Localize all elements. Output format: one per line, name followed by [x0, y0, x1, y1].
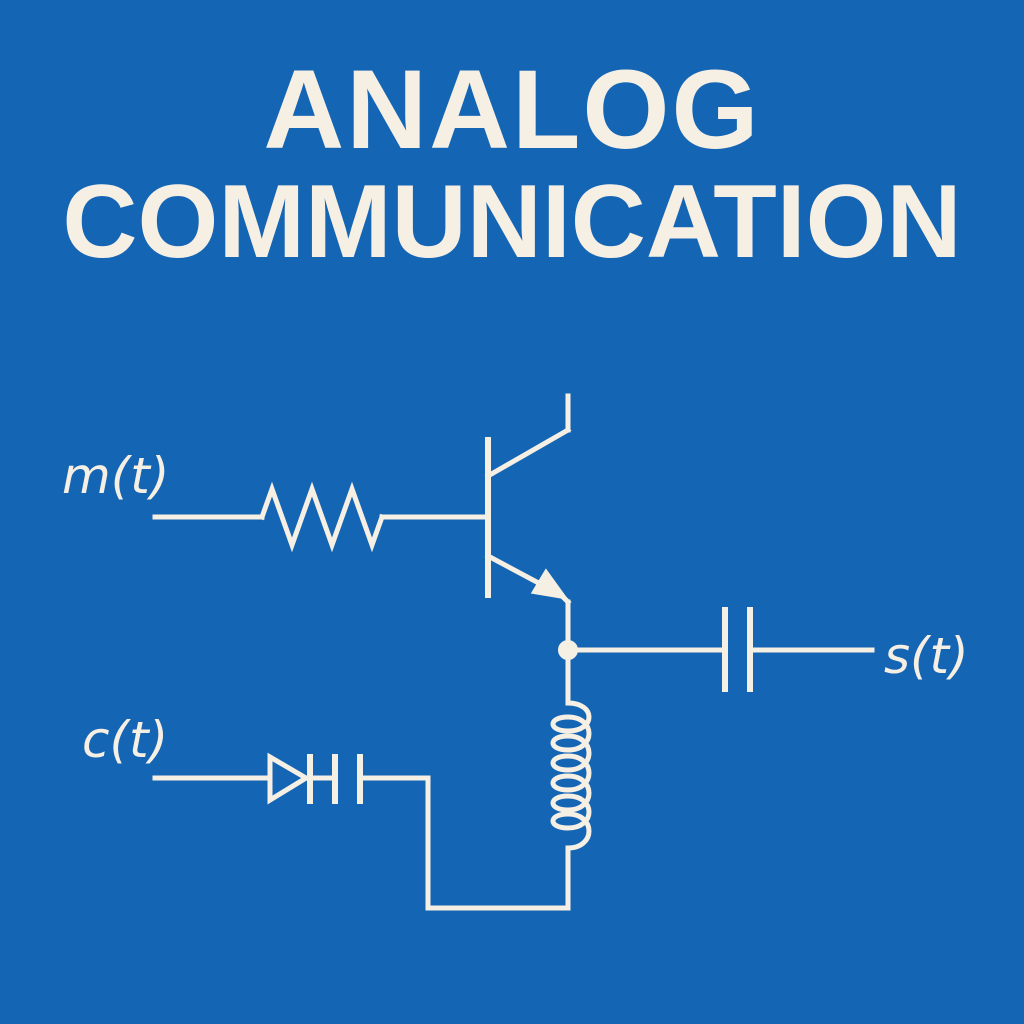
inductor-coil — [550, 700, 592, 851]
output-signal-label: s(t) — [884, 627, 969, 685]
resistor — [258, 481, 386, 553]
inductor — [550, 647, 592, 911]
carrier-signal-label: c(t) — [82, 711, 168, 769]
carrier-input-branch — [152, 752, 571, 911]
title-line-2: COMMUNICATION — [62, 164, 962, 280]
diode-triangle — [267, 752, 311, 805]
transistor-collector — [484, 426, 572, 480]
output-branch — [565, 607, 875, 692]
carrier-return-wire — [359, 775, 571, 911]
emitter-arrow-icon — [530, 568, 569, 600]
npn-transistor — [484, 393, 572, 653]
title-line-1: ANALOG — [263, 47, 761, 172]
message-input-branch — [152, 481, 490, 553]
message-signal-label: m(t) — [62, 447, 169, 505]
